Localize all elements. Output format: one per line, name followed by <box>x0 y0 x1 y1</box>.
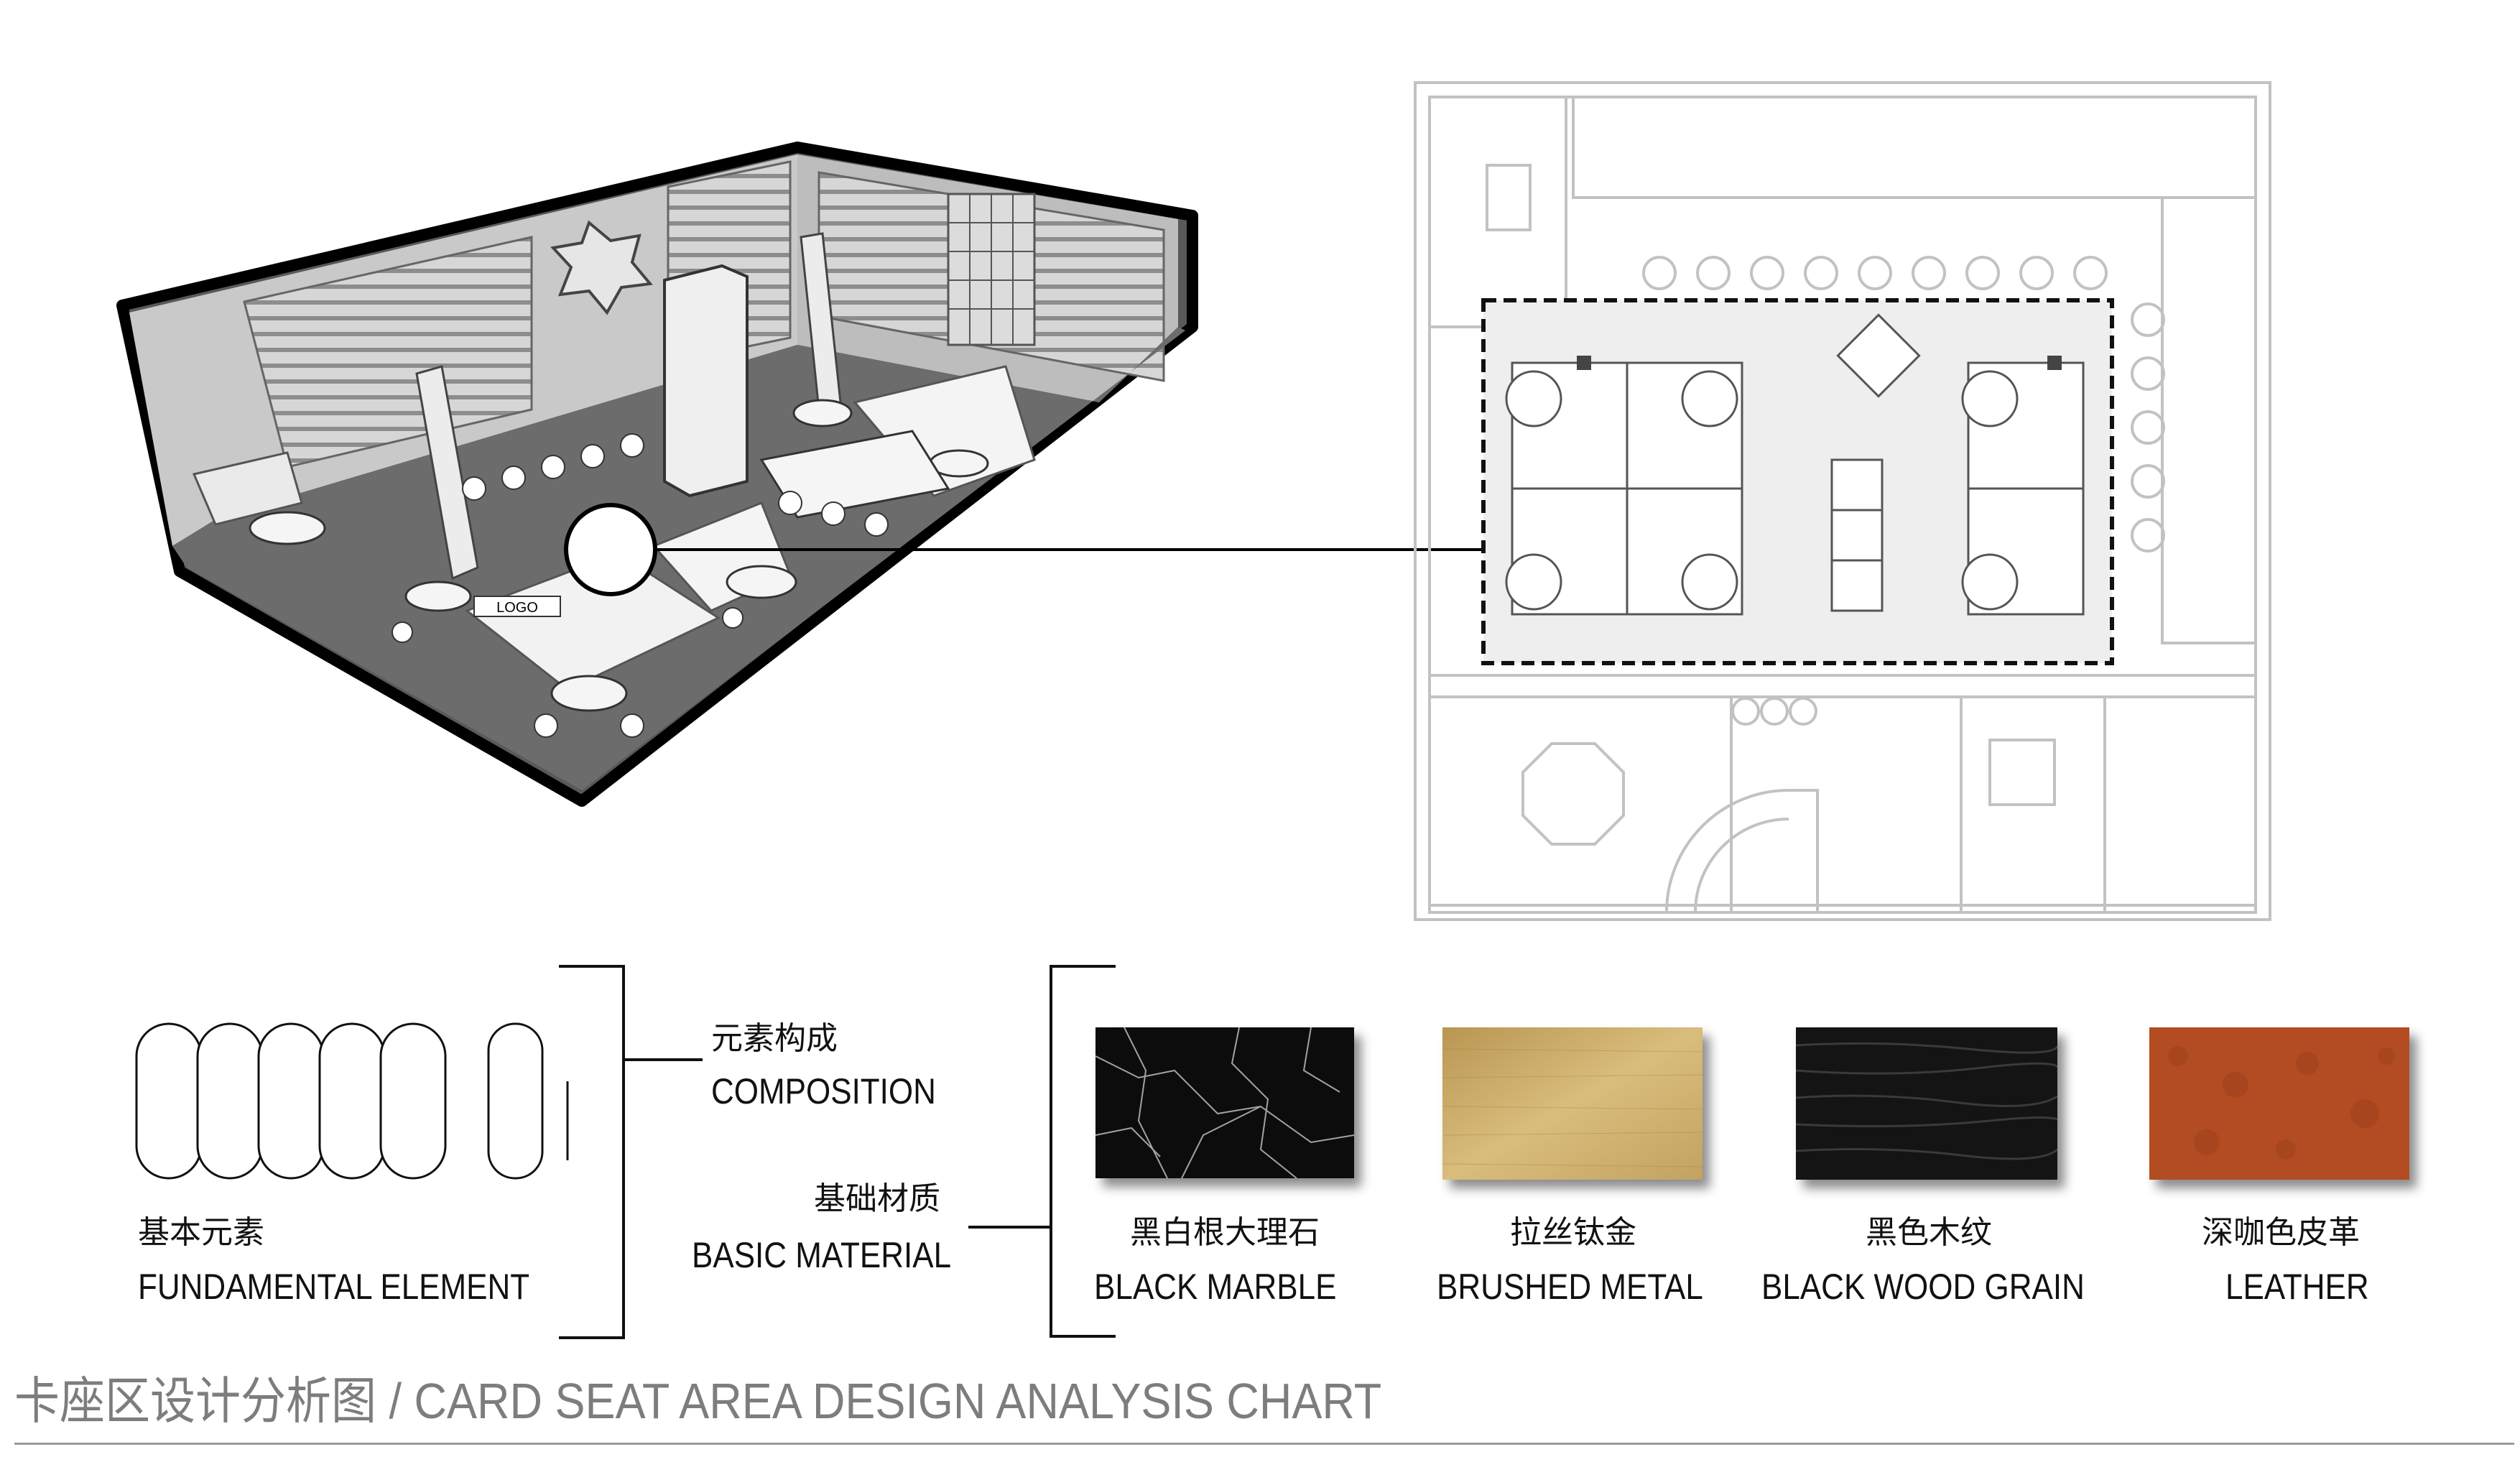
column-left <box>415 365 479 581</box>
material-label-cn-wood: 黑色木纹 <box>1866 1215 1992 1250</box>
fundamental-label-en: FUNDAMENTAL ELEMENT <box>138 1267 530 1307</box>
swatch-black-wood <box>1796 1027 2057 1180</box>
material-label-cn-leather: 深咖色皮革 <box>2202 1215 2360 1250</box>
pill-shape-single <box>487 1022 544 1180</box>
material-label-cn-marble: 黑白根大理石 <box>1130 1215 1320 1250</box>
swatch-leather <box>2149 1027 2409 1180</box>
material-label-en-leather: LEATHER <box>2225 1267 2369 1307</box>
fundamental-element-drawing <box>135 1022 569 1180</box>
logo-sign-text: LOGO <box>496 600 538 616</box>
floor-plan <box>1414 81 2271 921</box>
material-label-en-metal: BRUSHED METAL <box>1437 1267 1703 1307</box>
axonometric-render: LOGO <box>116 142 1198 807</box>
chairs <box>392 433 889 738</box>
material-label-en-marble: BLACK MARBLE <box>1094 1267 1337 1307</box>
fundamental-label-cn: 基本元素 <box>138 1215 264 1250</box>
swatch-brushed-metal <box>1442 1027 1703 1180</box>
pill-shape <box>379 1022 447 1180</box>
swatch-black-marble <box>1095 1027 1354 1178</box>
page-title: 卡座区设计分析图 / CARD SEAT AREA DESIGN ANALYSI… <box>14 1373 1382 1429</box>
wall-ornament <box>550 220 653 315</box>
material-label-cn-metal: 拉丝钛金 <box>1510 1215 1636 1250</box>
composition-label-cn: 元素构成 <box>711 1021 838 1056</box>
logo-sign <box>473 596 561 617</box>
dining-tables <box>249 399 989 712</box>
spiral-stair <box>1664 789 1819 914</box>
footer-divider <box>14 1443 2514 1445</box>
composition-label-en: COMPOSITION <box>711 1071 936 1111</box>
wall-shelves-left <box>243 236 533 468</box>
column-tower <box>663 264 749 498</box>
basic-label-cn: 基础材质 <box>814 1181 940 1216</box>
sofa-left <box>192 451 303 526</box>
material-label-en-wood: BLACK WOOD GRAIN <box>1761 1267 2085 1307</box>
booth-front-left <box>464 552 721 691</box>
basic-label-en: BASIC MATERIAL <box>692 1235 952 1275</box>
plan-outer-wall <box>1414 81 2271 921</box>
